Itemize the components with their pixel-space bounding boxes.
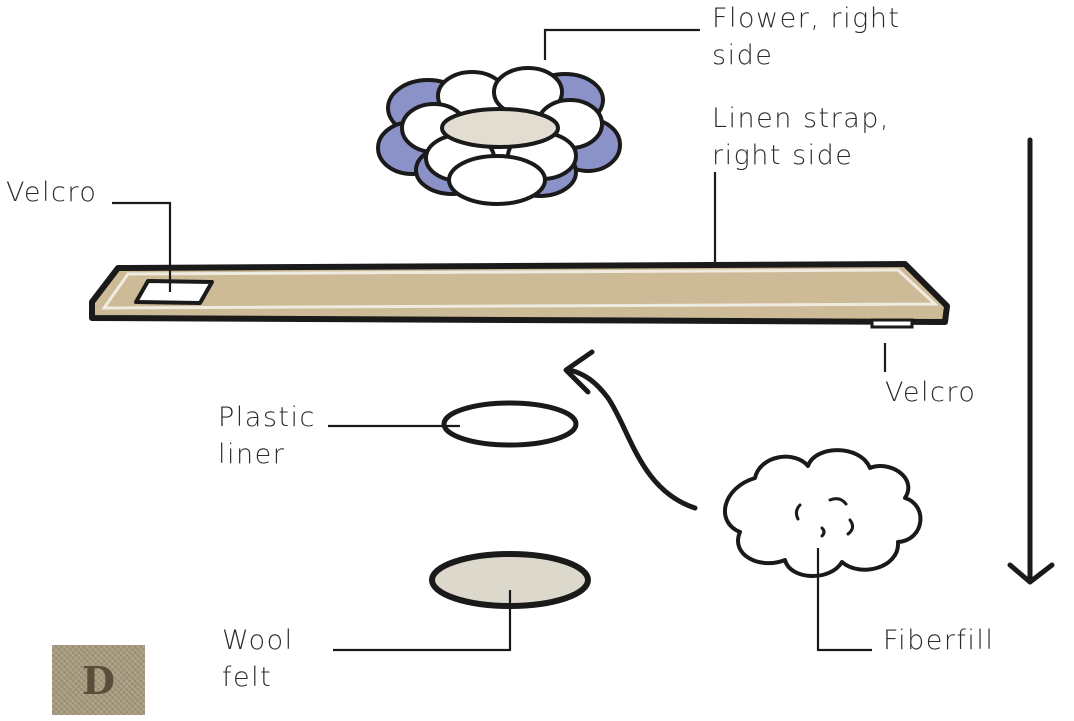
fiberfill-squiggle — [820, 526, 826, 538]
label-flower: Flower, right side — [712, 3, 901, 71]
fiberfill-illustration — [722, 448, 923, 578]
curved-arrow-shaft — [567, 367, 698, 511]
step-badge-letter: D — [82, 657, 115, 703]
linen-strap-illustration — [89, 261, 950, 329]
label-wool-felt: Wool felt — [222, 625, 294, 693]
petal-white — [447, 154, 547, 206]
flower-center — [440, 107, 560, 149]
down-arrow-head — [1007, 562, 1055, 585]
leader-lines — [112, 28, 887, 652]
leader-fiberfill — [816, 548, 872, 652]
fiberfill-squiggle — [794, 503, 802, 521]
curved-arrow-head — [563, 349, 595, 395]
label-fiberfill: Fiberfill — [883, 625, 995, 656]
label-velcro-left: Velcro — [6, 177, 98, 208]
fiberfill-cloud — [722, 448, 923, 578]
flower-illustration — [376, 66, 622, 206]
curved-arrow — [563, 349, 698, 511]
leader-flower — [543, 28, 700, 60]
label-linen-strap: Linen strap, right side — [712, 103, 890, 171]
strap-inner-edge — [101, 268, 939, 310]
velcro-patch-right — [870, 318, 914, 329]
velcro-patch-left — [134, 279, 214, 305]
plastic-liner-illustration — [441, 400, 579, 448]
step-badge: D — [52, 645, 145, 715]
label-velcro-right: Velcro — [885, 377, 977, 408]
fiberfill-squiggle — [846, 518, 855, 536]
leader-felt — [333, 590, 512, 652]
label-plastic-liner: Plastic liner — [218, 402, 316, 470]
down-arrow — [1007, 137, 1055, 585]
leader-velcro-left — [112, 201, 172, 292]
fiberfill-squiggle — [828, 497, 848, 506]
